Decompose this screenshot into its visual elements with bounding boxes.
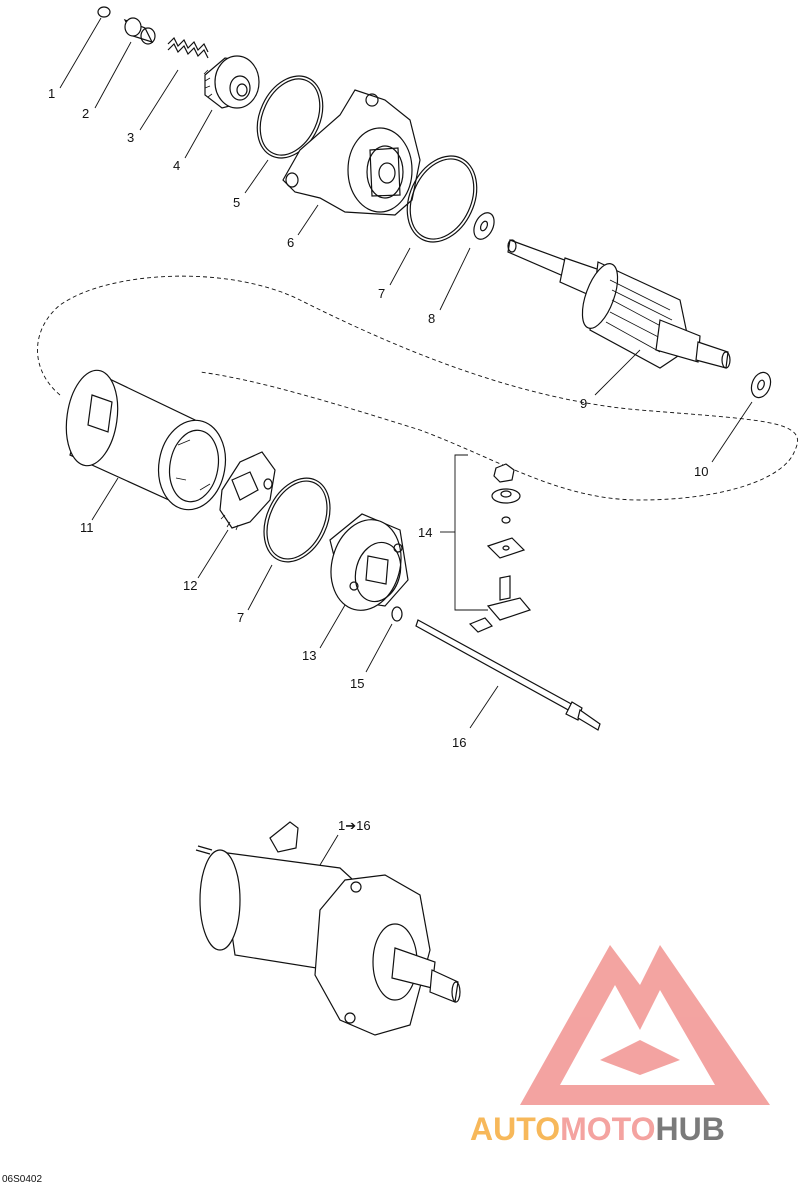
part-3-spring xyxy=(167,36,209,59)
callout-3: 3 xyxy=(127,130,134,145)
part-5-o-ring xyxy=(256,75,324,159)
watermark-text-auto: AUTO xyxy=(470,1111,560,1147)
callout-16: 16 xyxy=(452,735,466,750)
callout-14: 14 xyxy=(418,525,432,540)
part-1-snap-ring xyxy=(97,6,111,18)
callout-1: 1 xyxy=(48,86,55,101)
watermark-text-hub: HUB xyxy=(655,1111,724,1147)
logo-triangle-mark xyxy=(520,945,770,1105)
assembly-dashed-loop xyxy=(37,275,798,501)
callout-12: 12 xyxy=(183,578,197,593)
part-14-bolt-bracket xyxy=(468,575,532,633)
part-16-through-bolt xyxy=(415,619,601,731)
part-4-pinion-drive xyxy=(203,55,260,109)
callout-11: 11 xyxy=(80,520,94,535)
callout-labels: 1 2 3 4 5 6 7 8 9 10 11 12 7 13 14 15 16… xyxy=(48,86,708,833)
part-7-o-ring-upper xyxy=(406,155,478,243)
part-14-terminal-kit xyxy=(440,454,532,633)
part-2-collar xyxy=(123,17,156,45)
part-14-small-washer xyxy=(501,516,511,524)
logo-inner-mark xyxy=(600,1040,680,1075)
watermark-text-moto: MOTO xyxy=(560,1111,655,1147)
assembled-starter xyxy=(195,821,461,1036)
part-15-small-o-ring xyxy=(391,606,403,622)
callout-9: 9 xyxy=(580,396,587,411)
callout-6: 6 xyxy=(287,235,294,250)
part-9-armature xyxy=(507,239,731,369)
part-12-brush-plate xyxy=(219,451,276,531)
part-8-washer xyxy=(473,212,495,240)
callout-4: 4 xyxy=(173,158,180,173)
callout-5: 5 xyxy=(233,195,240,210)
callout-7-lower: 7 xyxy=(237,610,244,625)
callout-13: 13 xyxy=(302,648,316,663)
callout-10: 10 xyxy=(694,464,708,479)
part-7-o-ring-lower xyxy=(263,477,331,563)
callout-7-upper: 7 xyxy=(378,286,385,301)
callout-15: 15 xyxy=(350,676,364,691)
watermark-logo xyxy=(520,945,770,1105)
callout-assembly: 1➔16 xyxy=(338,818,371,833)
callout-8: 8 xyxy=(428,311,435,326)
part-10-washer xyxy=(750,371,772,399)
part-6-drive-housing xyxy=(282,89,421,216)
watermark-wordmark: AUTOMOTOHUB xyxy=(470,1111,725,1147)
part-14-insulator xyxy=(491,488,521,504)
part-14-plate xyxy=(486,537,526,559)
callout-2: 2 xyxy=(82,106,89,121)
part-13-end-cap xyxy=(329,513,409,611)
part-11-yoke-housing xyxy=(65,369,227,511)
drawing-code: 06S0402 xyxy=(2,1174,43,1185)
part-14-nut xyxy=(493,463,515,483)
